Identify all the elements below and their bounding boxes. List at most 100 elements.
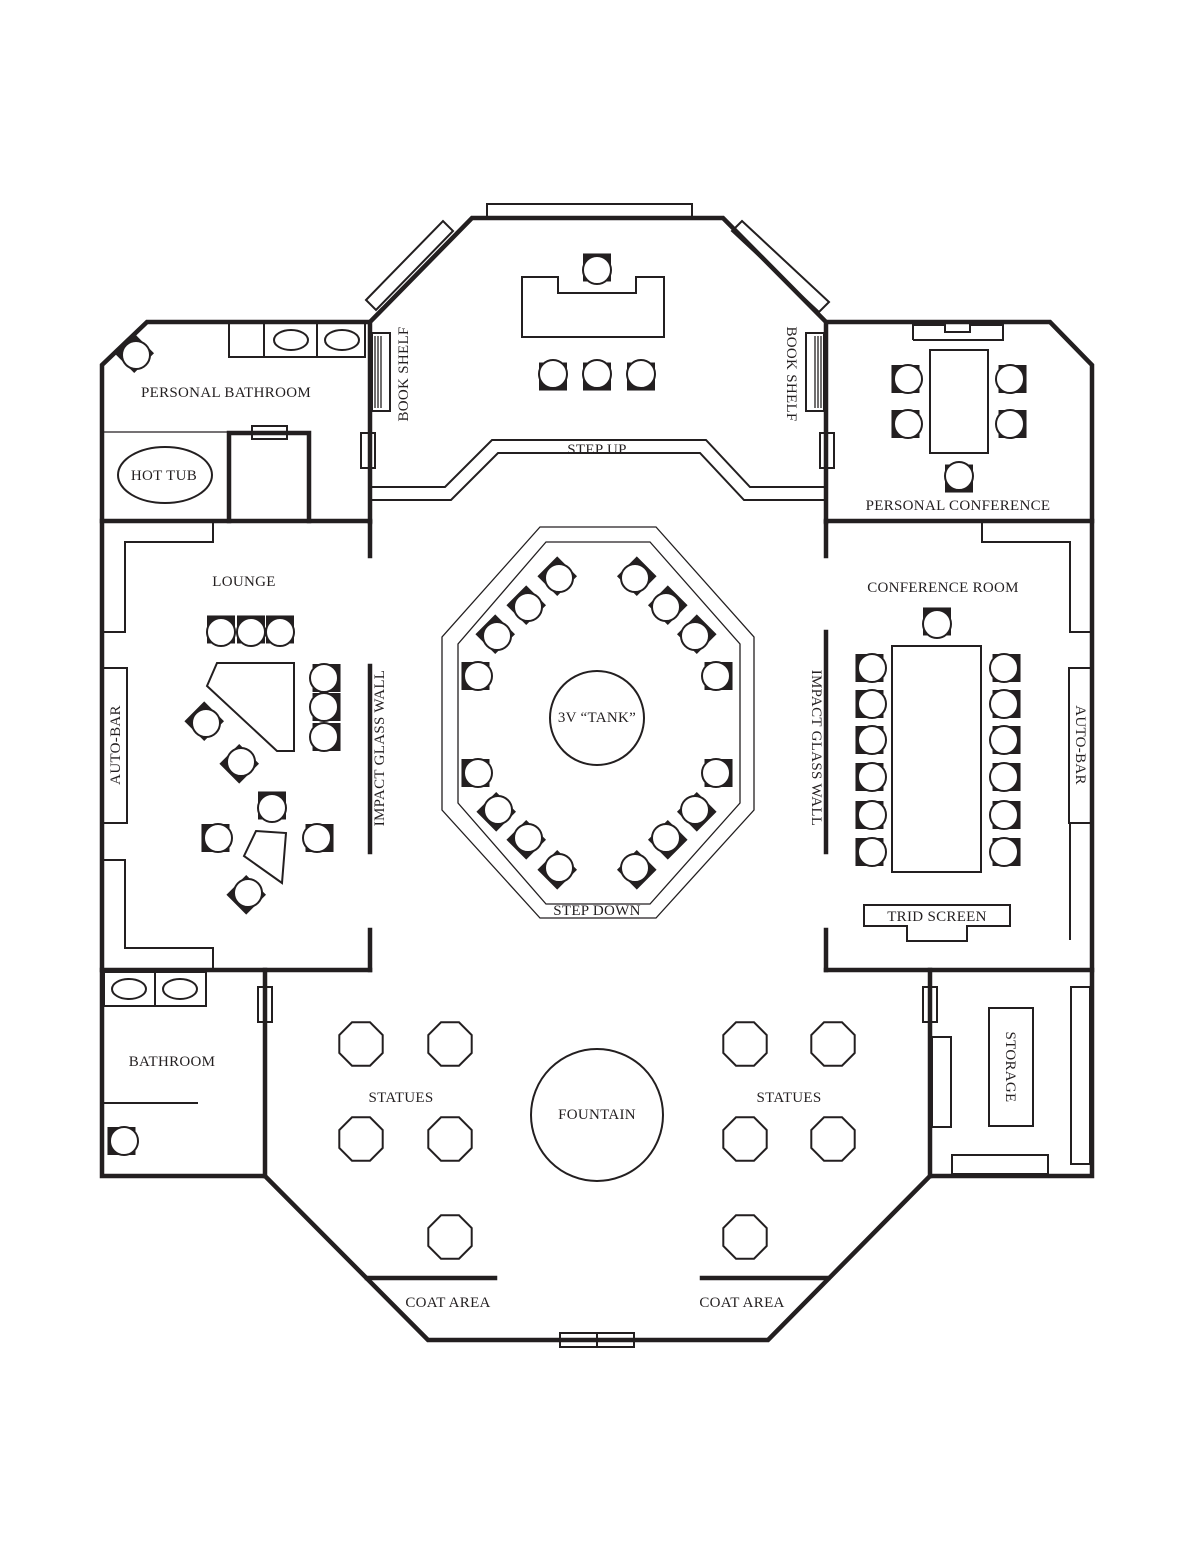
tank-seat [461,758,493,788]
tank-label: 3V “TANK” [558,710,636,726]
statues-right-label: STATUES [756,1090,821,1106]
interior-walls [99,430,1095,1179]
tank-seat [506,819,547,860]
chair [855,837,887,867]
statue-base [427,1116,473,1162]
tank-seat [701,758,733,788]
seat-cushion [651,823,681,853]
statue-base [427,1021,473,1067]
auto-bar-left [101,667,128,824]
foyer: FOUNTAIN STATUES STATUES COAT AREA COAT … [338,1021,856,1311]
chair [989,800,1021,830]
lounge-chair [201,823,233,853]
tank-seat [476,791,517,832]
chair [855,689,887,719]
chair [855,800,887,830]
storage-shelf [951,1154,1049,1175]
top-window [486,203,693,218]
seat-cushion [989,762,1019,792]
sink [273,329,309,351]
chair [891,364,923,394]
tank-seat [506,585,547,626]
chair [855,725,887,755]
lounge-chair [184,701,225,742]
storage-label: STORAGE [1002,1032,1018,1103]
office-desk [521,253,665,391]
step-up: STEP UP [370,439,826,501]
statue-base [722,1116,768,1162]
chair [855,762,887,792]
statue [722,1021,768,1067]
side-table [242,829,288,885]
seat-cushion [857,837,887,867]
seat-cushion [203,823,233,853]
statue-base [810,1021,856,1067]
seat-cushion [544,853,574,883]
seat-cushion [701,661,731,691]
personal-conference: PERSONAL CONFERENCE [866,324,1050,514]
seat-cushion [463,661,493,691]
coat-area-right-label: COAT AREA [699,1295,784,1311]
lounge-chair [226,874,267,915]
statue-base [338,1021,384,1067]
seat-cushion [482,621,512,651]
seat-cushion [236,617,266,647]
sofa-seat [265,615,295,647]
coat-area-left-label: COAT AREA [405,1295,490,1311]
auto-bar-right [1068,667,1093,824]
doors [251,425,938,1348]
statue [722,1116,768,1162]
toilet [114,333,155,374]
seat-cushion [538,359,568,389]
fountain-label: FOUNTAIN [558,1107,636,1123]
statue-base [722,1214,768,1260]
bathroom: BATHROOM [103,971,216,1156]
bathroom-label: BATHROOM [129,1054,216,1070]
lounge: AUTO-BAR LOUNGE IMPACT GLASS WALL [101,523,388,970]
seat-cushion [989,725,1019,755]
seat-cushion [995,364,1025,394]
storage-shelf [988,1007,1034,1127]
seat-cushion [191,708,221,738]
tank-seat [701,661,733,691]
tank-seat [676,791,717,832]
statue-base [722,1021,768,1067]
storage: STORAGE [931,986,1091,1175]
sofa-seat [236,615,266,647]
conference-room: AUTO-BAR CONFERENCE ROOM IMPACT GLASS WA… [808,523,1093,942]
seat-cushion [651,592,681,622]
step-up-label: STEP UP [567,442,626,458]
seat-cushion [989,800,1019,830]
seat-cushion [857,762,887,792]
seat-cushion [309,722,339,752]
chair [922,607,952,639]
statue-base [338,1116,384,1162]
lounge-chair [257,791,287,823]
sofa-seat [309,722,341,752]
book-shelf-right-label: BOOK SHELF [783,326,799,421]
right-diagonal-window [730,219,831,314]
tank-seat [537,556,578,597]
seat-cushion [582,255,612,285]
sofa-seat [309,692,341,722]
hot-tub [117,446,213,504]
office-chair [538,359,568,391]
seat-cushion [582,359,612,389]
seat-cushion [483,795,513,825]
seat-cushion [513,592,543,622]
chair [989,762,1021,792]
seat-cushion [995,409,1025,439]
statue-base [810,1116,856,1162]
tank-seat [647,819,688,860]
seat-cushion [620,563,650,593]
storage-shelf [1070,986,1091,1165]
seat-cushion [989,653,1019,683]
trid-screen [863,904,1011,942]
seat-cushion [857,653,887,683]
lounge-table [205,662,295,752]
chair [989,837,1021,867]
office-chair [582,253,612,285]
sink [162,978,198,1000]
seat-cushion [309,692,339,722]
